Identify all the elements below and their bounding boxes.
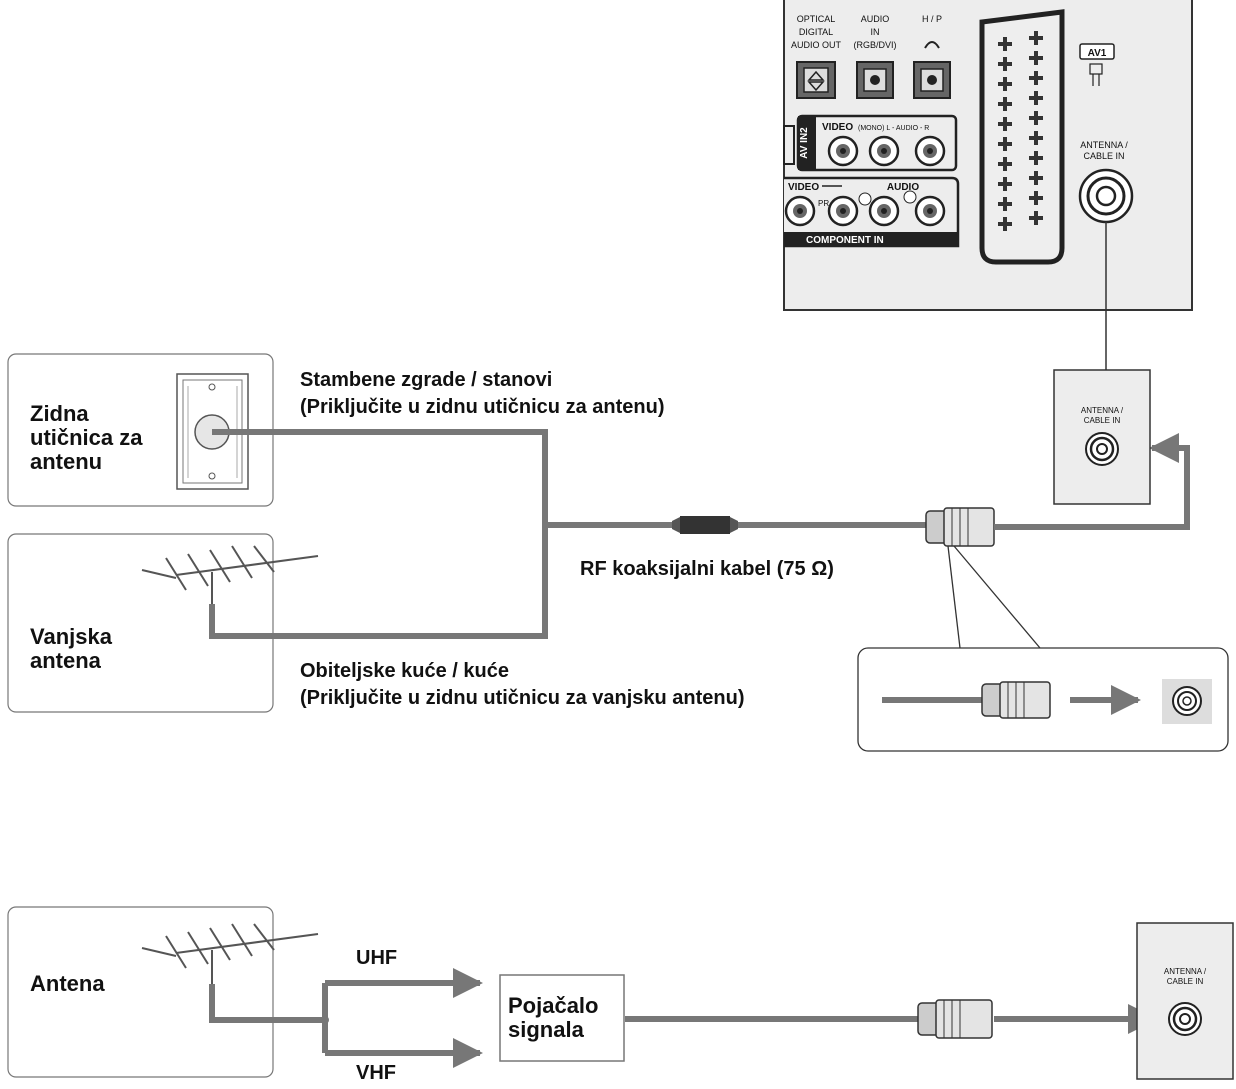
headphone-port <box>913 61 951 99</box>
amplifier-label-2: signala <box>508 1017 584 1042</box>
scart-pin <box>1003 77 1007 91</box>
av-in2-audio-label: (MONO) L - AUDIO - R <box>858 125 929 132</box>
av-in2-block: AV IN2 VIDEO (MONO) L - AUDIO - R <box>783 114 958 172</box>
rf-cable <box>209 429 930 639</box>
scart-pin <box>1034 91 1038 105</box>
callout-jack <box>1162 679 1212 724</box>
scart-pin <box>1003 177 1007 191</box>
optical-label-line-2: DIGITAL <box>799 27 833 37</box>
audio-in-label-line-1: AUDIO <box>861 14 890 24</box>
scart-pin <box>1003 157 1007 171</box>
lower-antenna-input-label-1: ANTENNA / <box>1164 967 1207 976</box>
scart-pin <box>1003 117 1007 131</box>
scart-pin <box>1034 51 1038 65</box>
wall-outlet-label-1: Zidna <box>30 401 89 426</box>
outdoor-antenna-label-2: antena <box>30 648 101 673</box>
uhf-label: UHF <box>356 947 398 969</box>
houses-caption-1: Obiteljske kuće / kuće <box>300 660 509 682</box>
audio-in-label-line-3: (RGB/DVI) <box>853 40 896 50</box>
apartments-caption-1: Stambene zgrade / stanovi <box>300 369 553 391</box>
cable-label: RF koaksijalni kabel (75 Ω) <box>580 558 834 580</box>
lower-f-connector-plug <box>917 999 993 1039</box>
f-connector-plug <box>925 507 995 547</box>
component-video-label: VIDEO <box>788 182 819 193</box>
scart-pin <box>1034 211 1038 225</box>
vhf-label: VHF <box>356 1062 396 1084</box>
signal-amplifier-box <box>499 974 625 1062</box>
outdoor-antenna-icon <box>141 545 319 604</box>
ferrite-core <box>680 516 730 534</box>
apartments-caption-2: (Priključite u zidnu utičnicu za antenu) <box>300 396 665 418</box>
scart-pin <box>1034 151 1038 165</box>
component-pr-label: PR <box>818 199 829 208</box>
av-in2-video-label: VIDEO <box>822 122 853 133</box>
upper-antenna-input-label-1: ANTENNA / <box>1081 406 1124 415</box>
tv-antenna-port <box>1078 168 1134 224</box>
audio-in-port <box>856 61 894 99</box>
scart-pin <box>1003 217 1007 231</box>
av1-label: AV1 <box>1088 48 1107 59</box>
scart-pin <box>1034 111 1038 125</box>
scart-pin <box>1003 37 1007 51</box>
lower-antenna-input-label-2: CABLE IN <box>1167 977 1204 986</box>
tv-back-panel: OPTICAL DIGITAL AUDIO OUT AUDIO IN (RGB/… <box>783 0 1193 311</box>
wall-outlet-label-2: utičnica za <box>30 425 143 450</box>
lower-cable <box>209 968 1158 1068</box>
scart-pin <box>1003 97 1007 111</box>
amplifier-label-1: Pojačalo <box>508 993 599 1018</box>
tv-antenna-label-line-2: CABLE IN <box>1083 151 1124 161</box>
component-in-block: COMPONENT IN VIDEO AUDIO PR <box>784 176 960 248</box>
callout-plug <box>882 681 1051 719</box>
scart-port <box>979 9 1065 265</box>
component-in-label: COMPONENT IN <box>806 235 884 246</box>
optical-label-line-1: OPTICAL <box>797 14 836 24</box>
lower-antenna-label: Antena <box>30 971 105 996</box>
scart-pin <box>1003 57 1007 71</box>
scart-pin <box>1034 131 1038 145</box>
antenna-input-box-lower: ANTENNA / CABLE IN <box>1136 922 1234 1080</box>
antenna-input-box-upper: ANTENNA / CABLE IN <box>1053 369 1151 505</box>
wall-outlet-label-3: antenu <box>30 449 103 474</box>
scart-pin <box>1034 71 1038 85</box>
optical-audio-out-port <box>796 61 836 99</box>
upper-antenna-input-label-2: CABLE IN <box>1084 416 1121 425</box>
av1-badge: AV1 <box>1079 43 1115 86</box>
tv-antenna-label-line-1: ANTENNA / <box>1080 140 1128 150</box>
scart-pin <box>1034 31 1038 45</box>
component-audio-label: AUDIO <box>887 182 919 193</box>
outdoor-antenna-label-1: Vanjska <box>30 624 112 649</box>
lower-antenna-icon <box>141 923 319 984</box>
headphone-icon <box>924 41 940 49</box>
audio-in-label-line-2: IN <box>871 27 880 37</box>
av-in2-label: AV IN2 <box>799 127 810 159</box>
scart-pin <box>1034 191 1038 205</box>
optical-label-line-3: AUDIO OUT <box>791 40 842 50</box>
scart-pin <box>1034 171 1038 185</box>
scart-pin <box>1003 197 1007 211</box>
outdoor-antenna-box <box>7 533 274 713</box>
headphone-label: H / P <box>922 14 942 24</box>
scart-pin <box>1003 137 1007 151</box>
houses-caption-2: (Priključite u zidnu utičnicu za vanjsku… <box>300 687 745 709</box>
